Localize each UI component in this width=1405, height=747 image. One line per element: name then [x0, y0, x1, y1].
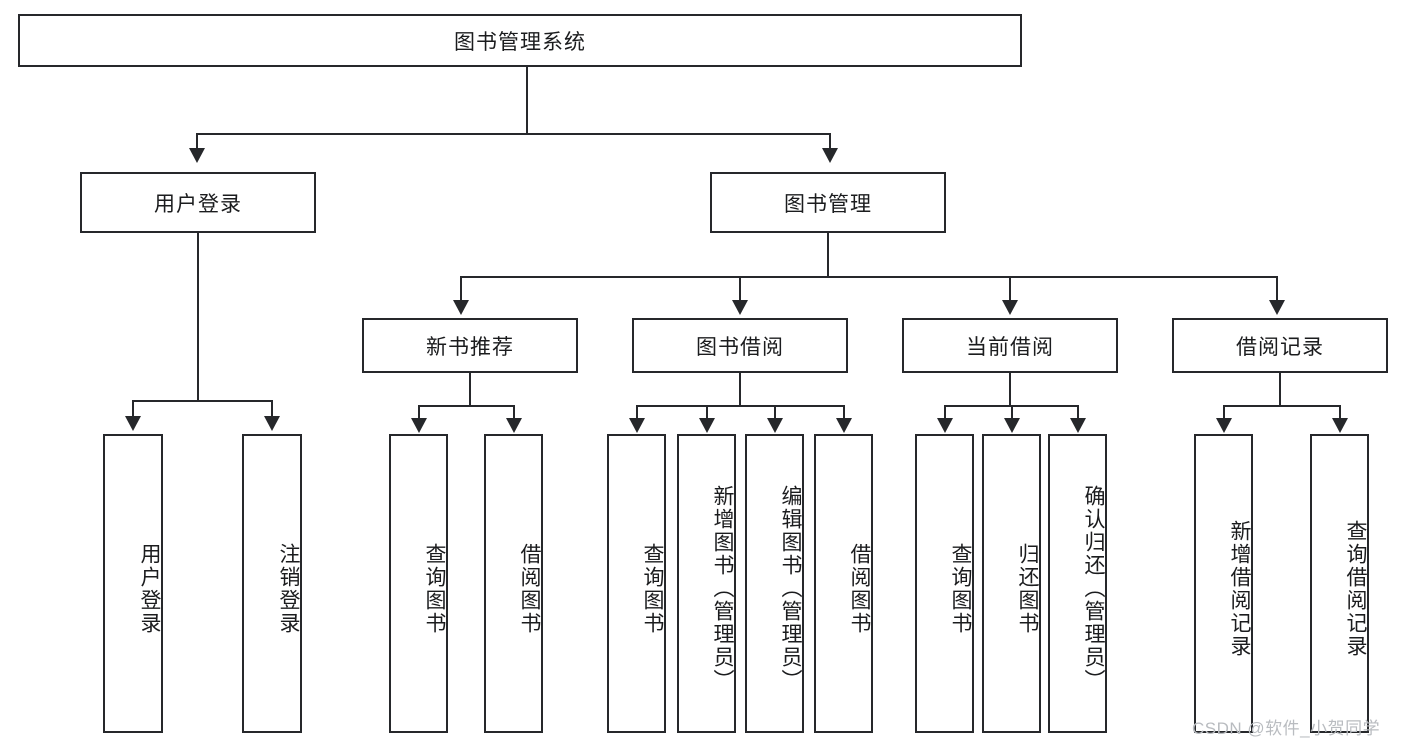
connector-book-manage-leg-2: [739, 276, 741, 302]
node-label: 借阅记录: [1236, 335, 1324, 359]
connector-book-manage-stem: [827, 233, 829, 277]
arrowhead-to-leaf-user-login: [125, 416, 141, 431]
connector-root-leg-right: [829, 133, 831, 150]
arrowhead-to-borrowrecord-leaf-1: [1216, 418, 1232, 433]
arrowhead-to-user-login: [189, 148, 205, 163]
leaf-bookborrow-borrow-books[interactable]: 借阅图书: [814, 434, 873, 733]
node-book-manage[interactable]: 图书管理: [710, 172, 946, 233]
node-label: 查询图书: [641, 542, 664, 635]
node-label: 借阅图书: [518, 542, 541, 635]
arrowhead-to-bookborrow-leaf-3: [767, 418, 783, 433]
leaf-borrowrecord-add-record[interactable]: 新增借阅记录: [1194, 434, 1253, 733]
connector-new-book-leg-2: [513, 405, 515, 419]
connector-book-borrow-leg-4: [843, 405, 845, 419]
arrowhead-to-newbook-leaf-2: [506, 418, 522, 433]
connector-book-manage-leg-4: [1276, 276, 1278, 302]
leaf-currentborrow-return-books[interactable]: 归还图书: [982, 434, 1041, 733]
connector-borrow-record-leg-2: [1339, 405, 1341, 419]
leaf-bookborrow-add-book-admin[interactable]: 新增图书（管理员）: [677, 434, 736, 733]
node-label: 图书借阅: [696, 335, 784, 359]
leaf-user-login[interactable]: 用户登录: [103, 434, 163, 733]
connector-root-bus: [196, 133, 830, 135]
connector-new-book-bus: [418, 405, 514, 407]
arrowhead-to-current-borrow: [1002, 300, 1018, 315]
connector-book-borrow-bus: [636, 405, 844, 407]
node-label: 图书管理: [784, 192, 872, 216]
leaf-currentborrow-query-books[interactable]: 查询图书: [915, 434, 974, 733]
arrowhead-to-new-book: [453, 300, 469, 315]
node-label: 用户登录: [138, 542, 161, 635]
arrowhead-to-bookborrow-leaf-4: [836, 418, 852, 433]
connector-book-borrow-leg-1: [636, 405, 638, 419]
node-label: 图书管理系统: [454, 30, 586, 54]
node-label: 新书推荐: [426, 335, 514, 359]
node-label: 查询借阅记录: [1344, 519, 1367, 658]
connector-borrow-record-bus: [1223, 405, 1340, 407]
arrowhead-to-currentborrow-leaf-1: [937, 418, 953, 433]
node-user-login[interactable]: 用户登录: [80, 172, 316, 233]
connector-borrow-record-leg-1: [1223, 405, 1225, 419]
node-new-book-recommend[interactable]: 新书推荐: [362, 318, 578, 373]
connector-borrow-record-stem: [1279, 373, 1281, 406]
leaf-bookborrow-edit-book-admin[interactable]: 编辑图书（管理员）: [745, 434, 804, 733]
leaf-newbook-borrow-books[interactable]: 借阅图书: [484, 434, 543, 733]
connector-user-login-bus: [132, 400, 272, 402]
node-label: 编辑图书（管理员）: [779, 485, 802, 692]
arrowhead-to-book-borrow: [732, 300, 748, 315]
csdn-watermark: CSDN @软件_小贺同学: [1192, 719, 1381, 738]
connector-book-manage-leg-3: [1009, 276, 1011, 302]
connector-user-login-leg-2: [271, 400, 273, 418]
leaf-currentborrow-confirm-return-admin[interactable]: 确认归还（管理员）: [1048, 434, 1107, 733]
node-label: 新增借阅记录: [1228, 519, 1251, 658]
connector-book-manage-leg-1: [460, 276, 462, 302]
leaf-newbook-query-books[interactable]: 查询图书: [389, 434, 448, 733]
connector-book-borrow-leg-3: [774, 405, 776, 419]
arrowhead-to-leaf-logout: [264, 416, 280, 431]
node-label: 当前借阅: [966, 335, 1054, 359]
arrowhead-to-borrow-record: [1269, 300, 1285, 315]
connector-current-borrow-leg-1: [944, 405, 946, 419]
connector-root-stem: [526, 67, 528, 134]
node-label: 归还图书: [1016, 542, 1039, 635]
node-label: 注销登录: [277, 542, 300, 635]
connector-current-borrow-leg-3: [1077, 405, 1079, 419]
arrowhead-to-currentborrow-leaf-3: [1070, 418, 1086, 433]
arrowhead-to-newbook-leaf-1: [411, 418, 427, 433]
node-label: 借阅图书: [848, 542, 871, 635]
connector-new-book-leg-1: [418, 405, 420, 419]
node-current-borrow[interactable]: 当前借阅: [902, 318, 1118, 373]
arrowhead-to-currentborrow-leaf-2: [1004, 418, 1020, 433]
node-label: 查询图书: [423, 542, 446, 635]
connector-root-leg-left: [196, 133, 198, 150]
leaf-borrowrecord-query-record[interactable]: 查询借阅记录: [1310, 434, 1369, 733]
connector-book-borrow-stem: [739, 373, 741, 406]
connector-book-borrow-leg-2: [706, 405, 708, 419]
connector-user-login-leg-1: [132, 400, 134, 418]
connector-book-manage-bus: [460, 276, 1277, 278]
node-label: 查询图书: [949, 542, 972, 635]
arrowhead-to-book-manage: [822, 148, 838, 163]
leaf-logout[interactable]: 注销登录: [242, 434, 302, 733]
node-label: 确认归还（管理员）: [1082, 485, 1105, 692]
node-label: 用户登录: [154, 192, 242, 216]
connector-current-borrow-stem: [1009, 373, 1011, 406]
leaf-bookborrow-query-books[interactable]: 查询图书: [607, 434, 666, 733]
arrowhead-to-bookborrow-leaf-2: [699, 418, 715, 433]
node-label: 新增图书（管理员）: [711, 485, 734, 692]
connector-user-login-stem: [197, 233, 199, 401]
node-borrow-record[interactable]: 借阅记录: [1172, 318, 1388, 373]
connector-new-book-stem: [469, 373, 471, 406]
arrowhead-to-bookborrow-leaf-1: [629, 418, 645, 433]
arrowhead-to-borrowrecord-leaf-2: [1332, 418, 1348, 433]
node-root-system[interactable]: 图书管理系统: [18, 14, 1022, 67]
node-book-borrow[interactable]: 图书借阅: [632, 318, 848, 373]
connector-current-borrow-leg-2: [1011, 405, 1013, 419]
